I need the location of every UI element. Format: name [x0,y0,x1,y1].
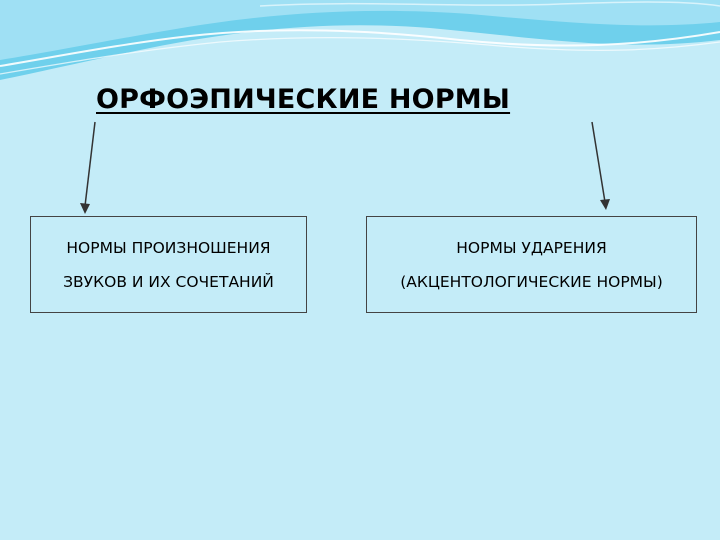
box-stress-norms: НОРМЫ УДАРЕНИЯ (АКЦЕНТОЛОГИЧЕСКИЕ НОРМЫ) [366,216,697,313]
box-left-line2: ЗВУКОВ И ИХ СОЧЕТАНИЙ [63,272,274,291]
wave-decoration [0,0,720,80]
arrow-left-line [84,121,96,207]
box-right-line2: (АКЦЕНТОЛОГИЧЕСКИЕ НОРМЫ) [400,272,663,291]
wave-line-white-1 [0,29,720,67]
box-left-line1: НОРМЫ ПРОИЗНОШЕНИЯ [66,238,271,257]
box-pronunciation-norms: НОРМЫ ПРОИЗНОШЕНИЯ ЗВУКОВ И ИХ СОЧЕТАНИЙ [30,216,307,313]
slide-title: ОРФОЭПИЧЕСКИЕ НОРМЫ [96,84,511,115]
arrow-right-head [600,199,610,210]
box-right-line1: НОРМЫ УДАРЕНИЯ [456,238,607,257]
wave-line-white-2 [0,37,720,75]
arrow-left-head [80,203,90,214]
wave-line-white-3 [259,1,720,7]
wave-band-light [0,0,720,60]
arrow-right-line [591,121,606,203]
